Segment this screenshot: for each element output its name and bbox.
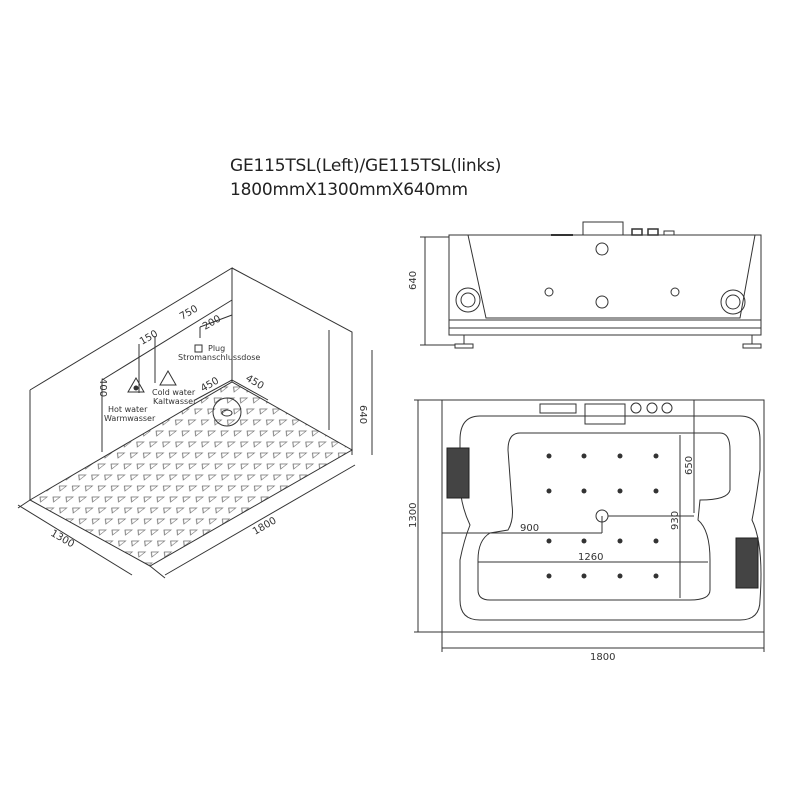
- dim-640: 640: [357, 405, 368, 424]
- hot-water-label: Hot water: [108, 405, 148, 414]
- front-view: [420, 221, 762, 349]
- dim-930: 930: [670, 511, 681, 530]
- dim-450-right: 450: [244, 373, 266, 392]
- drawing-title: GE115TSL(Left)/GE115TSL(links) 1800mmX13…: [230, 154, 501, 202]
- dim-200: 200: [201, 314, 223, 333]
- plug-label: Plug: [208, 344, 225, 353]
- top-view-dimensions: 650 930 900 1260 1300 1800: [408, 456, 695, 663]
- front-dim-640: 640: [408, 271, 419, 290]
- cold-water-label: Cold water: [152, 388, 196, 397]
- model-name: GE115TSL(Left)/GE115TSL(links): [230, 156, 502, 176]
- dim-150: 150: [138, 329, 160, 348]
- cold-water-label-de: Kaltwasser: [153, 397, 197, 406]
- dim-1300-top: 1300: [408, 503, 419, 528]
- plug-label-de: Stromanschlussdose: [178, 353, 260, 362]
- dim-900: 900: [520, 523, 539, 534]
- top-view-jets: [546, 453, 659, 579]
- top-view: [414, 399, 765, 652]
- dim-1260: 1260: [578, 552, 603, 563]
- dim-1800: 1800: [251, 515, 279, 537]
- dim-1800-top: 1800: [590, 652, 615, 663]
- dim-750: 750: [178, 304, 200, 323]
- overall-dimensions: 1800mmX1300mmX640mm: [230, 180, 468, 200]
- hot-water-label-de: Warmwasser: [104, 414, 156, 423]
- dim-400: 400: [97, 378, 108, 397]
- isometric-view: [17, 267, 373, 579]
- dim-650: 650: [684, 456, 695, 475]
- dim-1300: 1300: [49, 528, 77, 550]
